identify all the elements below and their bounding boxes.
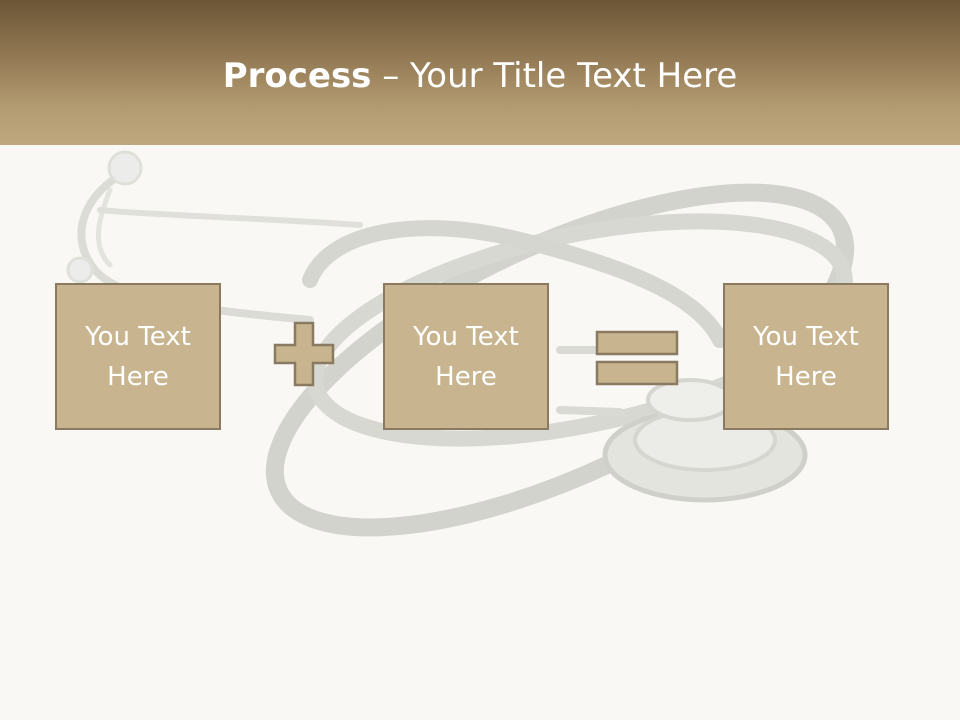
title-rest: – Your Title Text Here — [371, 56, 738, 96]
title-bold: Process — [222, 56, 372, 96]
process-box-3: You Text Here — [723, 283, 889, 430]
stethoscope-background-image — [66, 150, 855, 537]
title-banner — [0, 0, 960, 145]
equals-operator-icon — [595, 330, 679, 386]
process-box-1: You Text Here — [55, 283, 221, 430]
slide-title: Process – Your Title Text Here — [0, 54, 960, 98]
process-box-2: You Text Here — [383, 283, 549, 430]
plus-operator-icon — [273, 321, 335, 387]
process-box-3-text: You Text Here — [753, 321, 859, 392]
process-box-1-text: You Text Here — [85, 321, 191, 392]
process-box-2-text: You Text Here — [413, 321, 519, 392]
